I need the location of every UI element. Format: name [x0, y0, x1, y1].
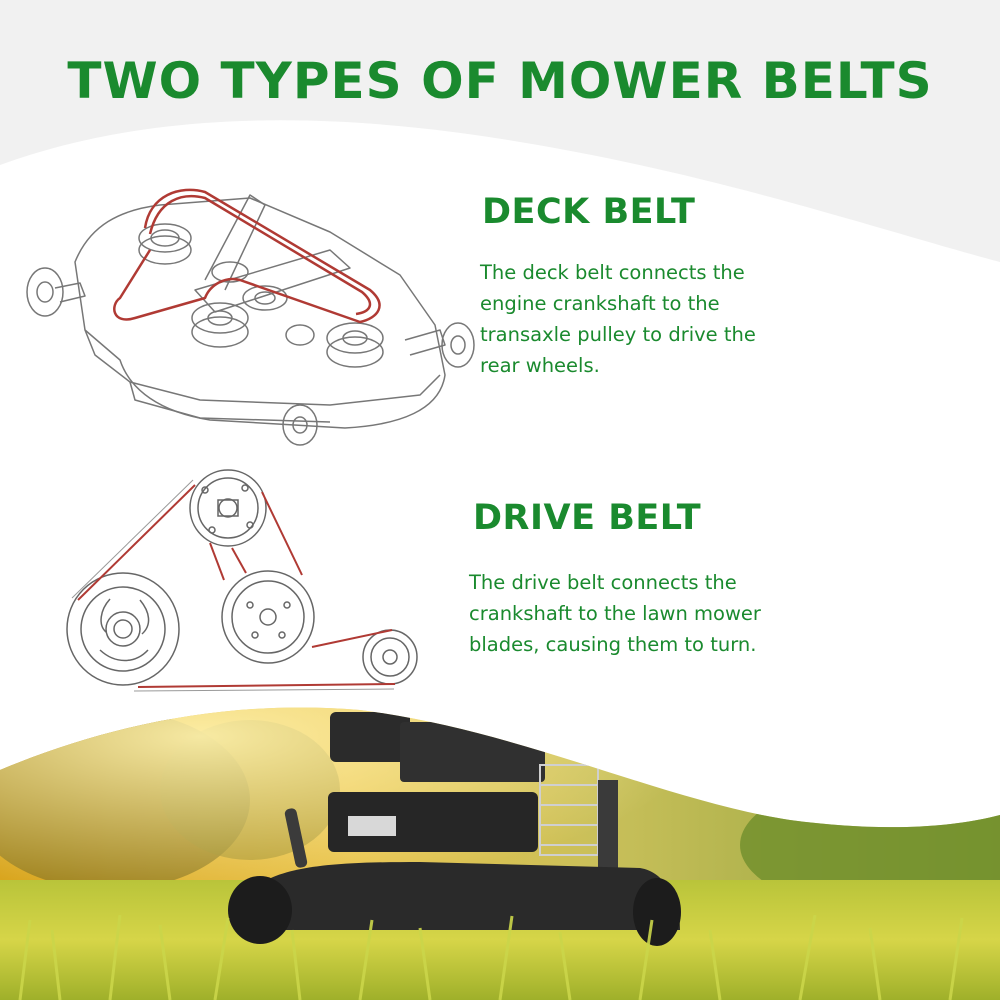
deck-belt-description: The deck belt connects the engine cranks…: [480, 261, 756, 377]
drive-belt-description: The drive belt connects the crankshaft t…: [469, 571, 761, 656]
drive-belt-heading: DRIVE BELT: [473, 498, 702, 538]
deck-belt-heading: DECK BELT: [482, 192, 696, 232]
page-title: TWO TYPES OF MOWER BELTS: [67, 52, 933, 110]
